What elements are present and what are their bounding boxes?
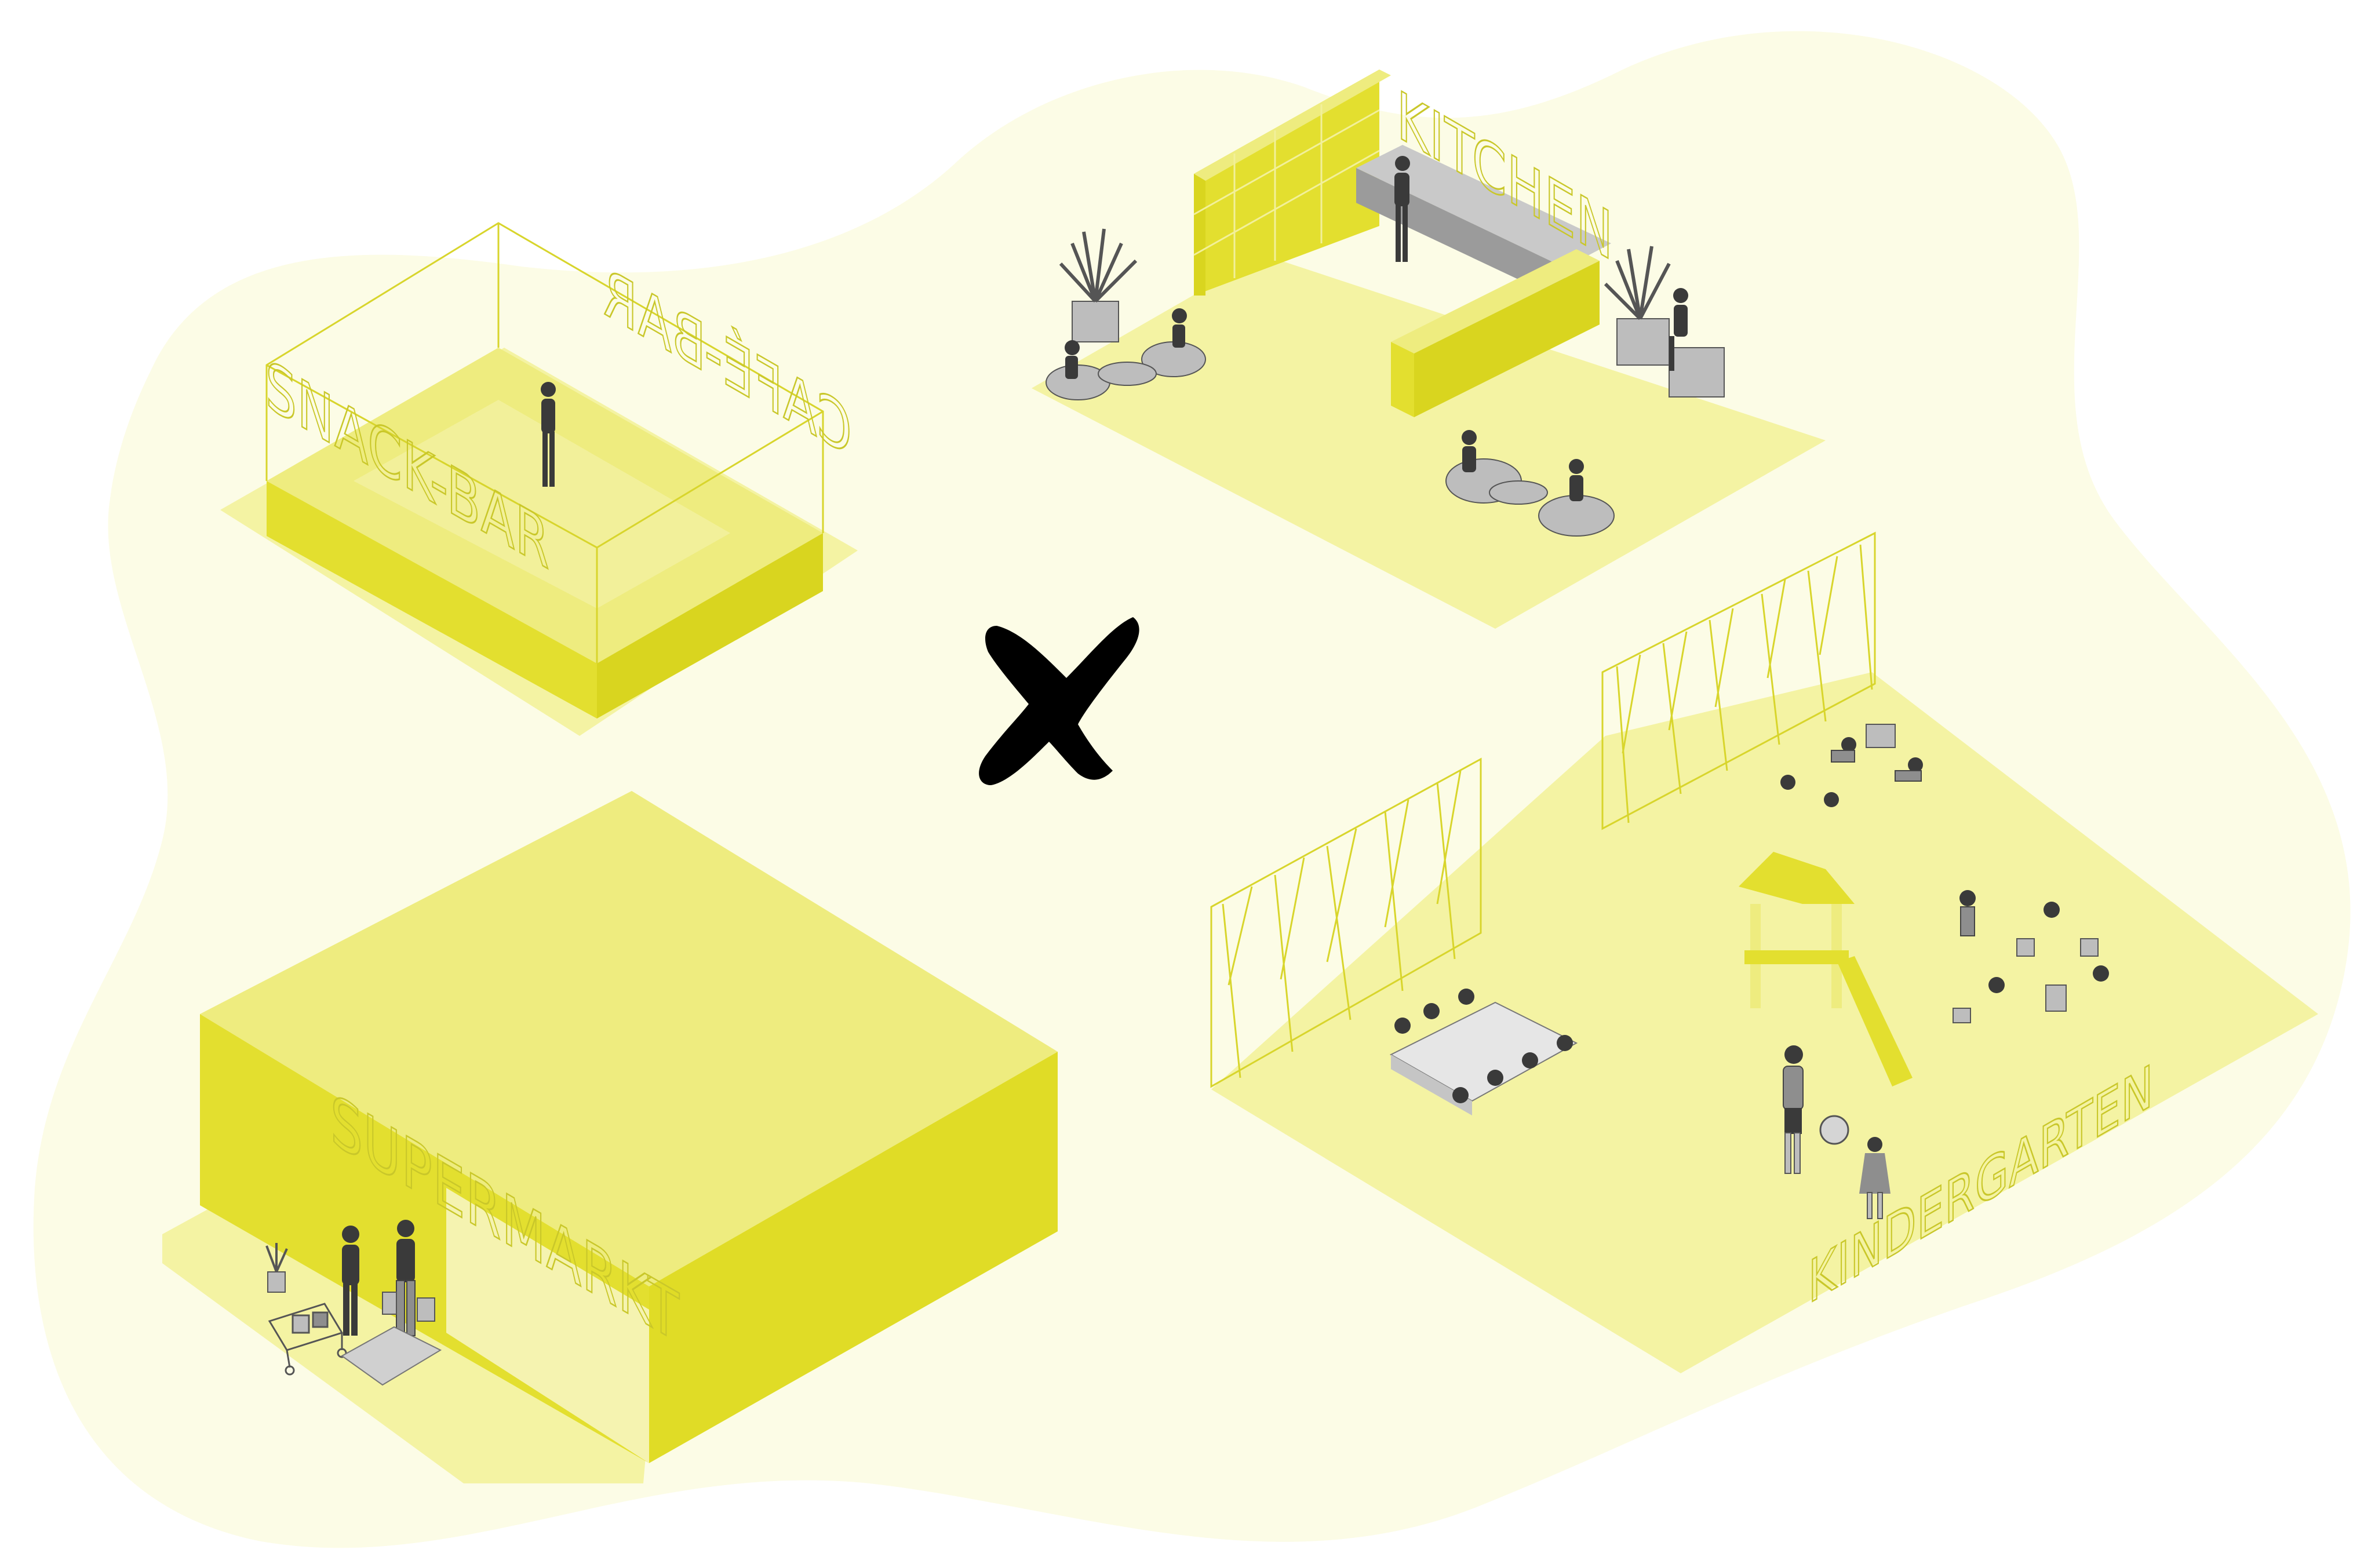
chef-figure: [1394, 156, 1410, 262]
fence-left: [1210, 757, 1482, 1088]
shopper-man: [382, 1220, 435, 1336]
kitchen-shelf-front: [1194, 70, 1379, 296]
blocks-play-area: [1953, 890, 2109, 1023]
barista-figure: [541, 382, 556, 487]
supermarkt-roof: [200, 791, 1058, 1286]
shopping-cart-icon: [268, 1303, 347, 1376]
entrance-mat: [341, 1326, 442, 1386]
slide-icon: [1837, 956, 1913, 1086]
lounge-right: [1604, 246, 1725, 398]
plant-icon: [1604, 246, 1671, 320]
reading-corner: [1780, 724, 1923, 807]
plant-icon: [1059, 228, 1138, 303]
cross-mark-icon: [979, 617, 1139, 785]
supermarkt-entrance: [446, 1188, 649, 1463]
plant-icon: [265, 1243, 288, 1293]
shopper-woman: [342, 1226, 359, 1336]
play-tower: [1739, 852, 1913, 1086]
snack-bar-counter-left: [267, 481, 597, 719]
ball-play: [1783, 1045, 1891, 1219]
kindergarten-floor: [1211, 672, 2318, 1373]
snack-bar-zone: SNACK-BAR CAFÉ-BAR: [220, 222, 858, 736]
supermarkt-zone: SUPERMARKT: [162, 791, 1058, 1483]
supermarkt-side-face: [649, 1052, 1058, 1463]
snack-bar-glass-frame: [265, 222, 824, 663]
snack-bar-counter-right: [597, 533, 823, 719]
kitchen-island: [1356, 145, 1611, 268]
fence-right: [1601, 531, 1876, 830]
kids-dining-table: [1389, 989, 1578, 1115]
kitchen-floor: [1032, 255, 1826, 629]
kitchen-counter: [1391, 249, 1600, 353]
kitchen-zone: KITCHEN: [1032, 70, 1826, 629]
lounge-center: [1445, 430, 1615, 537]
lounge-left: [1046, 228, 1206, 400]
ball-icon: [1819, 1115, 1849, 1145]
